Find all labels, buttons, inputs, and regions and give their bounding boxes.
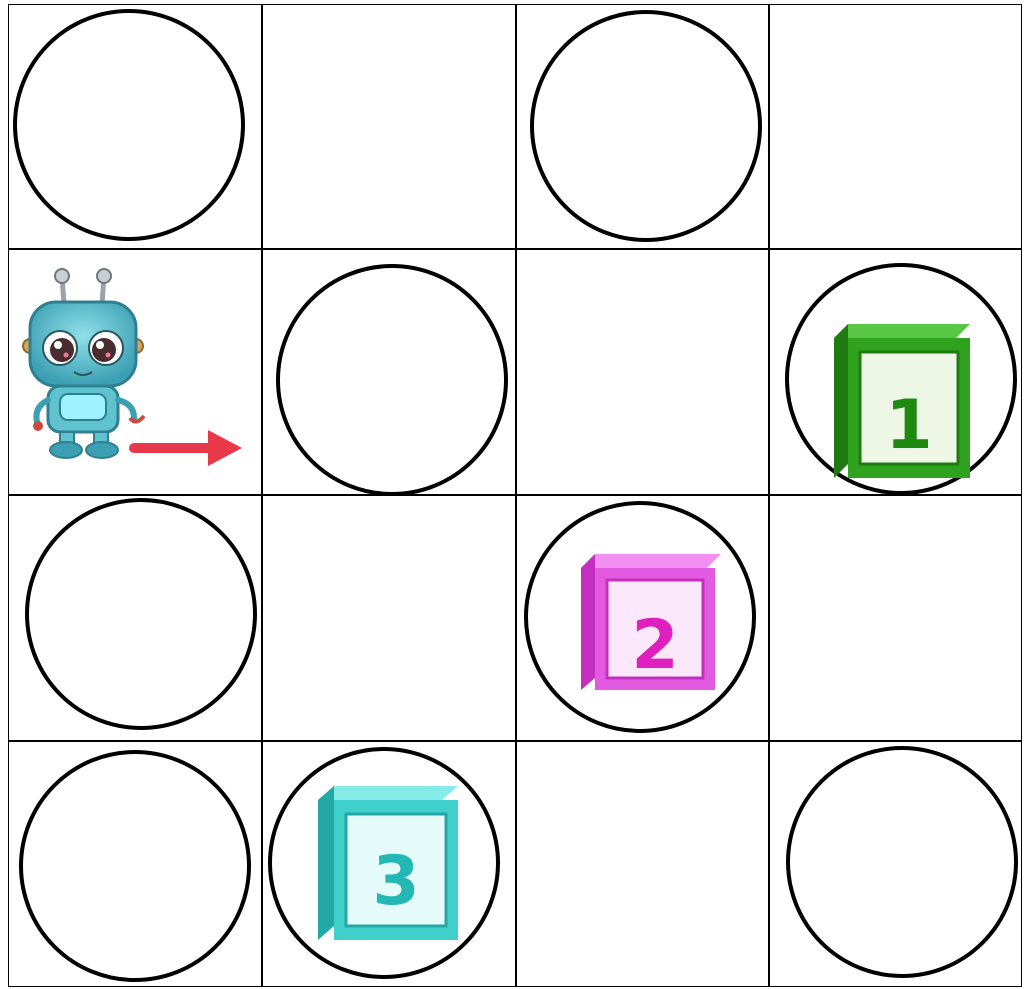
cell-r2-c0[interactable] xyxy=(27,500,255,728)
cell-r3-c0[interactable] xyxy=(21,752,249,980)
cell-r1-c1[interactable] xyxy=(278,266,506,494)
cell-r0-c0[interactable] xyxy=(15,11,243,239)
cube-label: 3 xyxy=(372,842,419,921)
board-svg: 1 2 3 xyxy=(8,4,1022,987)
number-cube-1[interactable]: 1 xyxy=(834,324,970,478)
target-circle xyxy=(21,752,249,980)
number-cube-2[interactable]: 2 xyxy=(581,554,721,690)
number-cube-3[interactable]: 3 xyxy=(318,786,458,940)
cell-r3-c3[interactable] xyxy=(788,748,1016,976)
target-circle xyxy=(27,500,255,728)
game-board: 1 2 3 xyxy=(8,4,1022,987)
target-circle xyxy=(278,266,506,494)
target-circle xyxy=(788,748,1016,976)
cube-label: 1 xyxy=(885,386,932,465)
target-circle xyxy=(15,11,243,239)
cell-r0-c2[interactable] xyxy=(532,12,760,240)
grid-lines xyxy=(8,4,1022,987)
direction-arrow-right-icon xyxy=(134,430,242,466)
robot-character[interactable] xyxy=(23,269,144,458)
target-circle xyxy=(532,12,760,240)
cube-label: 2 xyxy=(631,606,678,685)
